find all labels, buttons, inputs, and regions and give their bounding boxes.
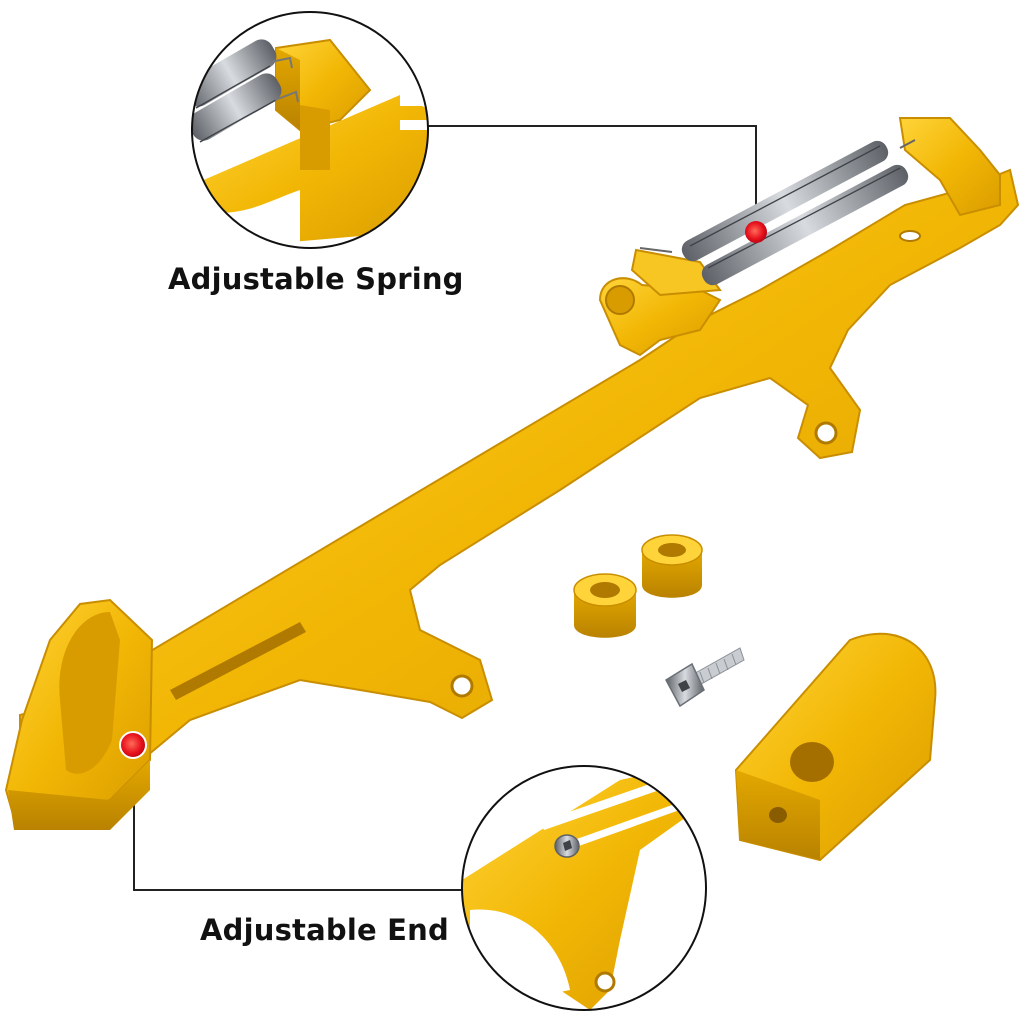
detail-circle-end: [461, 765, 707, 1011]
marker-spring-dot: [745, 221, 767, 243]
return-springs: [639, 139, 916, 286]
callout-label-end: Adjustable End: [200, 913, 449, 947]
leader-line-spring: [428, 125, 757, 232]
spacer-left: [573, 573, 637, 638]
detail-circle-spring: [191, 11, 429, 249]
leader-line-end: [133, 746, 462, 891]
cable-stop-block: [734, 632, 937, 862]
marker-end-dot: [119, 731, 147, 759]
socket-cap-screw: [665, 647, 745, 708]
spacer-right: [641, 534, 703, 598]
throttle-cable-bracket: [4, 117, 1020, 830]
callout-label-spring: Adjustable Spring: [168, 262, 464, 296]
